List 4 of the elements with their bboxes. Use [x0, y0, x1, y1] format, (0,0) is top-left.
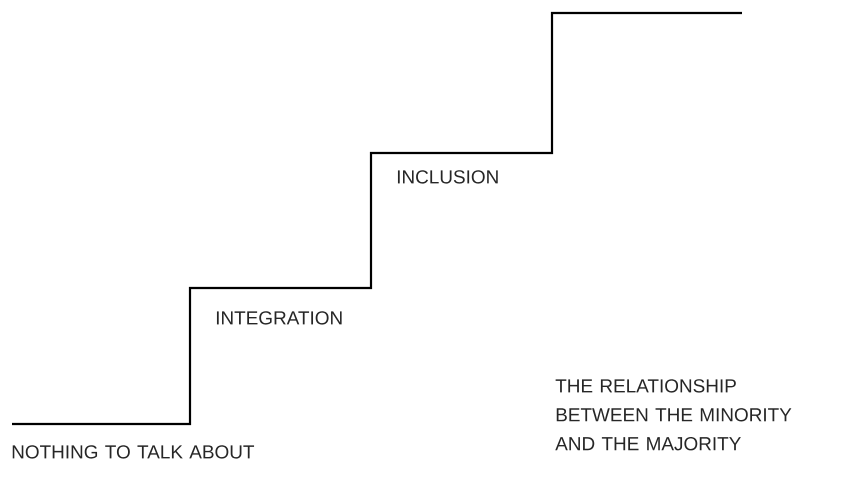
stage-label: INCLUSION: [398, 170, 498, 184]
axis-caption: NOTHING TO TALK ABOUT: [12, 445, 254, 459]
stage-label: INTEGRATION: [216, 311, 342, 325]
axis-caption: THE RELATIONSHIP BETWEEN THE MINORITY AND THE MAJORITY: [555, 379, 792, 450]
